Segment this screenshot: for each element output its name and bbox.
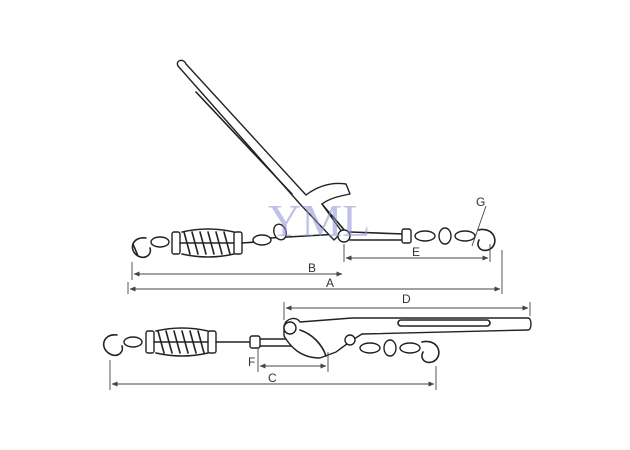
top-connecting-link	[252, 223, 341, 246]
top-right-hook	[477, 228, 496, 252]
top-spring	[171, 228, 257, 258]
bottom-right-chain	[359, 339, 421, 357]
top-right-rod	[349, 227, 476, 245]
dimension-label-e: E	[412, 245, 420, 259]
bottom-lever-handle	[283, 317, 532, 359]
bottom-spring	[145, 327, 251, 357]
dimension-label-c: C	[268, 371, 277, 385]
dimension-label-g: G	[476, 195, 485, 209]
dimension-label-d: D	[402, 292, 411, 306]
dimension-lines	[109, 244, 531, 390]
dimension-label-b: B	[308, 261, 316, 275]
dimension-label-f: F	[248, 355, 255, 369]
bottom-lower-bolt	[344, 334, 356, 346]
watermark-logo: YML	[268, 195, 370, 246]
bottom-pivot-bolt	[283, 321, 297, 335]
top-left-hook	[131, 236, 170, 259]
top-binder-assembly	[131, 59, 496, 259]
bottom-right-hook	[421, 340, 440, 364]
dimension-label-a: A	[326, 276, 334, 290]
bottom-left-hook	[102, 334, 143, 357]
bottom-binder-assembly	[102, 317, 532, 364]
dimension-g-line	[471, 205, 487, 247]
top-lever-handle	[176, 59, 351, 241]
top-pivot-bolt	[337, 229, 351, 243]
